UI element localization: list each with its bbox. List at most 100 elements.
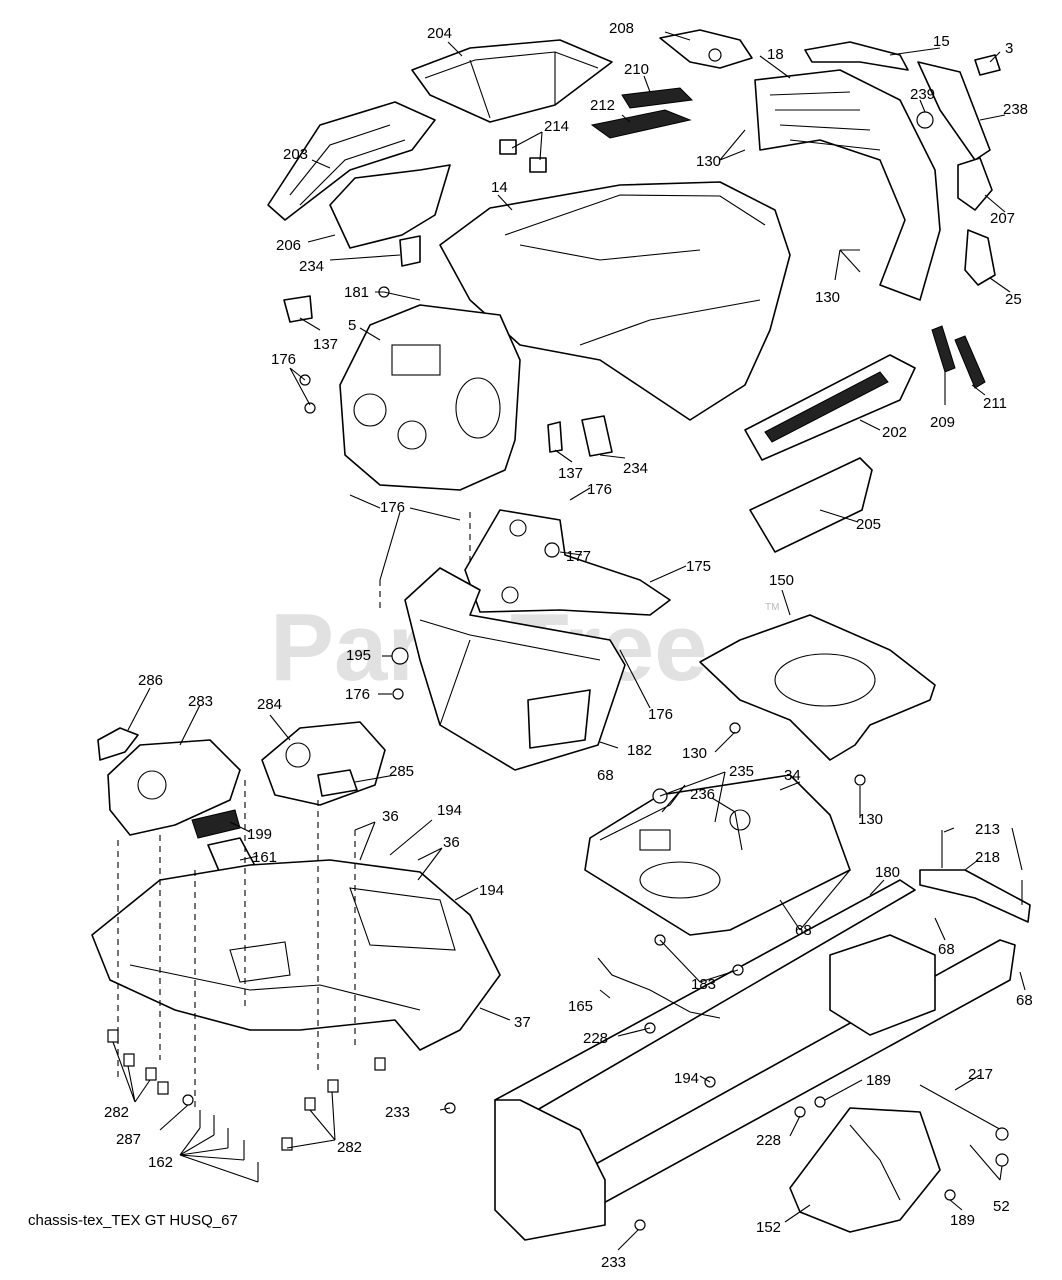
- part-203-dash-panel[interactable]: [267, 101, 436, 221]
- callout-228-a[interactable]: 228: [583, 1030, 608, 1047]
- callout-176-a[interactable]: 176: [271, 351, 296, 368]
- part-182-lower-dash[interactable]: [404, 567, 626, 771]
- callout-137-b[interactable]: 137: [558, 465, 583, 482]
- part-150-pan[interactable]: [699, 614, 936, 761]
- part-283-console-left[interactable]: [107, 739, 241, 836]
- part-199-vent[interactable]: [191, 809, 241, 839]
- callout-212[interactable]: 212: [590, 97, 615, 114]
- callout-176-c[interactable]: 176: [380, 499, 405, 516]
- callout-161[interactable]: 161: [252, 849, 277, 866]
- callout-195[interactable]: 195: [346, 647, 371, 664]
- part-5-dash-housing[interactable]: [339, 304, 521, 491]
- part-285-handle[interactable]: [317, 769, 358, 797]
- callout-199[interactable]: 199: [247, 826, 272, 843]
- callout-235[interactable]: 235: [729, 763, 754, 780]
- part-15-trim-strip[interactable]: [804, 41, 909, 71]
- callout-36-a[interactable]: 36: [382, 808, 399, 825]
- callout-202[interactable]: 202: [882, 424, 907, 441]
- part-189-bolt-a[interactable]: [814, 1096, 826, 1108]
- callout-238[interactable]: 238: [1003, 101, 1028, 118]
- callout-217[interactable]: 217: [968, 1066, 993, 1083]
- part-286-cap[interactable]: [97, 727, 139, 761]
- part-34-plate[interactable]: [584, 774, 851, 936]
- part-25-side-trim[interactable]: [964, 229, 996, 286]
- callout-239[interactable]: 239: [910, 86, 935, 103]
- callout-3[interactable]: 3: [1005, 40, 1013, 57]
- part-209-vent[interactable]: [931, 325, 956, 373]
- part-234-label-a[interactable]: [399, 235, 421, 267]
- callout-37[interactable]: 37: [514, 1014, 531, 1031]
- part-217-rod[interactable]: [919, 1084, 1006, 1133]
- part-37-fender[interactable]: [91, 859, 501, 1051]
- part-238-side-panel[interactable]: [917, 61, 991, 161]
- part-175-bracket-plate[interactable]: [464, 509, 671, 616]
- part-137-clip-b[interactable]: [547, 421, 563, 453]
- part-206-bracket[interactable]: [329, 164, 451, 249]
- callout-233-a[interactable]: 233: [385, 1104, 410, 1121]
- part-239-grommet[interactable]: [916, 111, 934, 129]
- callout-194-c[interactable]: 194: [674, 1070, 699, 1087]
- part-214-clip-a[interactable]: [499, 139, 517, 155]
- part-204-top-cover[interactable]: [411, 39, 613, 123]
- callout-181[interactable]: 181: [344, 284, 369, 301]
- callout-206[interactable]: 206: [276, 237, 301, 254]
- callout-18[interactable]: 18: [767, 46, 784, 63]
- callout-208[interactable]: 208: [609, 20, 634, 37]
- callout-183[interactable]: 183: [691, 976, 716, 993]
- part-208-bracket[interactable]: [659, 29, 753, 69]
- part-52-nut-b[interactable]: [995, 1153, 1009, 1167]
- callout-236[interactable]: 236: [690, 786, 715, 803]
- callout-150[interactable]: 150: [769, 572, 794, 589]
- callout-284[interactable]: 284: [257, 696, 282, 713]
- part-165-rod[interactable]: [597, 957, 721, 1019]
- part-234-label-b[interactable]: [581, 415, 613, 457]
- callout-285[interactable]: 285: [389, 763, 414, 780]
- part-205-cover[interactable]: [749, 457, 873, 553]
- callout-189-b[interactable]: 189: [950, 1212, 975, 1229]
- callout-203[interactable]: 203: [283, 146, 308, 163]
- callout-176-d[interactable]: 176: [345, 686, 370, 703]
- callout-210[interactable]: 210: [624, 61, 649, 78]
- part-176-bolt-b[interactable]: [304, 402, 316, 414]
- callout-165[interactable]: 165: [568, 998, 593, 1015]
- callout-130-c[interactable]: 130: [682, 745, 707, 762]
- callout-36-b[interactable]: 36: [443, 834, 460, 851]
- part-137-clip-a[interactable]: [283, 295, 313, 323]
- callout-68-c[interactable]: 68: [795, 922, 812, 939]
- part-176-bolt-d[interactable]: [392, 688, 404, 700]
- callout-52[interactable]: 52: [993, 1198, 1010, 1215]
- callout-34[interactable]: 34: [784, 767, 801, 784]
- callout-176-e[interactable]: 176: [648, 706, 673, 723]
- callout-204[interactable]: 204: [427, 25, 452, 42]
- part-152-guard[interactable]: [789, 1107, 941, 1233]
- callout-287[interactable]: 287: [116, 1131, 141, 1148]
- part-218-bracket[interactable]: [919, 869, 1031, 923]
- callout-211[interactable]: 211: [983, 395, 1007, 412]
- callout-152[interactable]: 152: [756, 1219, 781, 1236]
- callout-177[interactable]: 177: [566, 548, 591, 565]
- callout-5[interactable]: 5: [348, 317, 356, 334]
- callout-162[interactable]: 162: [148, 1154, 173, 1171]
- part-211-vent[interactable]: [954, 335, 986, 389]
- callout-68-d[interactable]: 68: [1016, 992, 1033, 1009]
- callout-282-a[interactable]: 282: [104, 1104, 129, 1121]
- callout-68-a[interactable]: 68: [597, 767, 614, 784]
- callout-14[interactable]: 14: [491, 179, 508, 196]
- callout-130-b[interactable]: 130: [815, 289, 840, 306]
- callout-182[interactable]: 182: [627, 742, 652, 759]
- callout-137-a[interactable]: 137: [313, 336, 338, 353]
- part-214-clip-b[interactable]: [529, 157, 547, 173]
- part-18-hood-side[interactable]: [754, 69, 941, 301]
- part-210-grille[interactable]: [621, 87, 694, 109]
- part-207-latch[interactable]: [957, 157, 993, 211]
- part-282-clips[interactable]: [107, 1029, 386, 1151]
- callout-213[interactable]: 213: [975, 821, 1000, 838]
- part-3-clip[interactable]: [974, 54, 1001, 76]
- callout-68-b[interactable]: 68: [938, 941, 955, 958]
- part-233-bolt-b[interactable]: [634, 1219, 646, 1231]
- callout-130-d[interactable]: 130: [858, 811, 883, 828]
- part-177-nut[interactable]: [544, 542, 560, 558]
- callout-286[interactable]: 286: [138, 672, 163, 689]
- callout-15[interactable]: 15: [933, 33, 950, 50]
- callout-228-b[interactable]: 228: [756, 1132, 781, 1149]
